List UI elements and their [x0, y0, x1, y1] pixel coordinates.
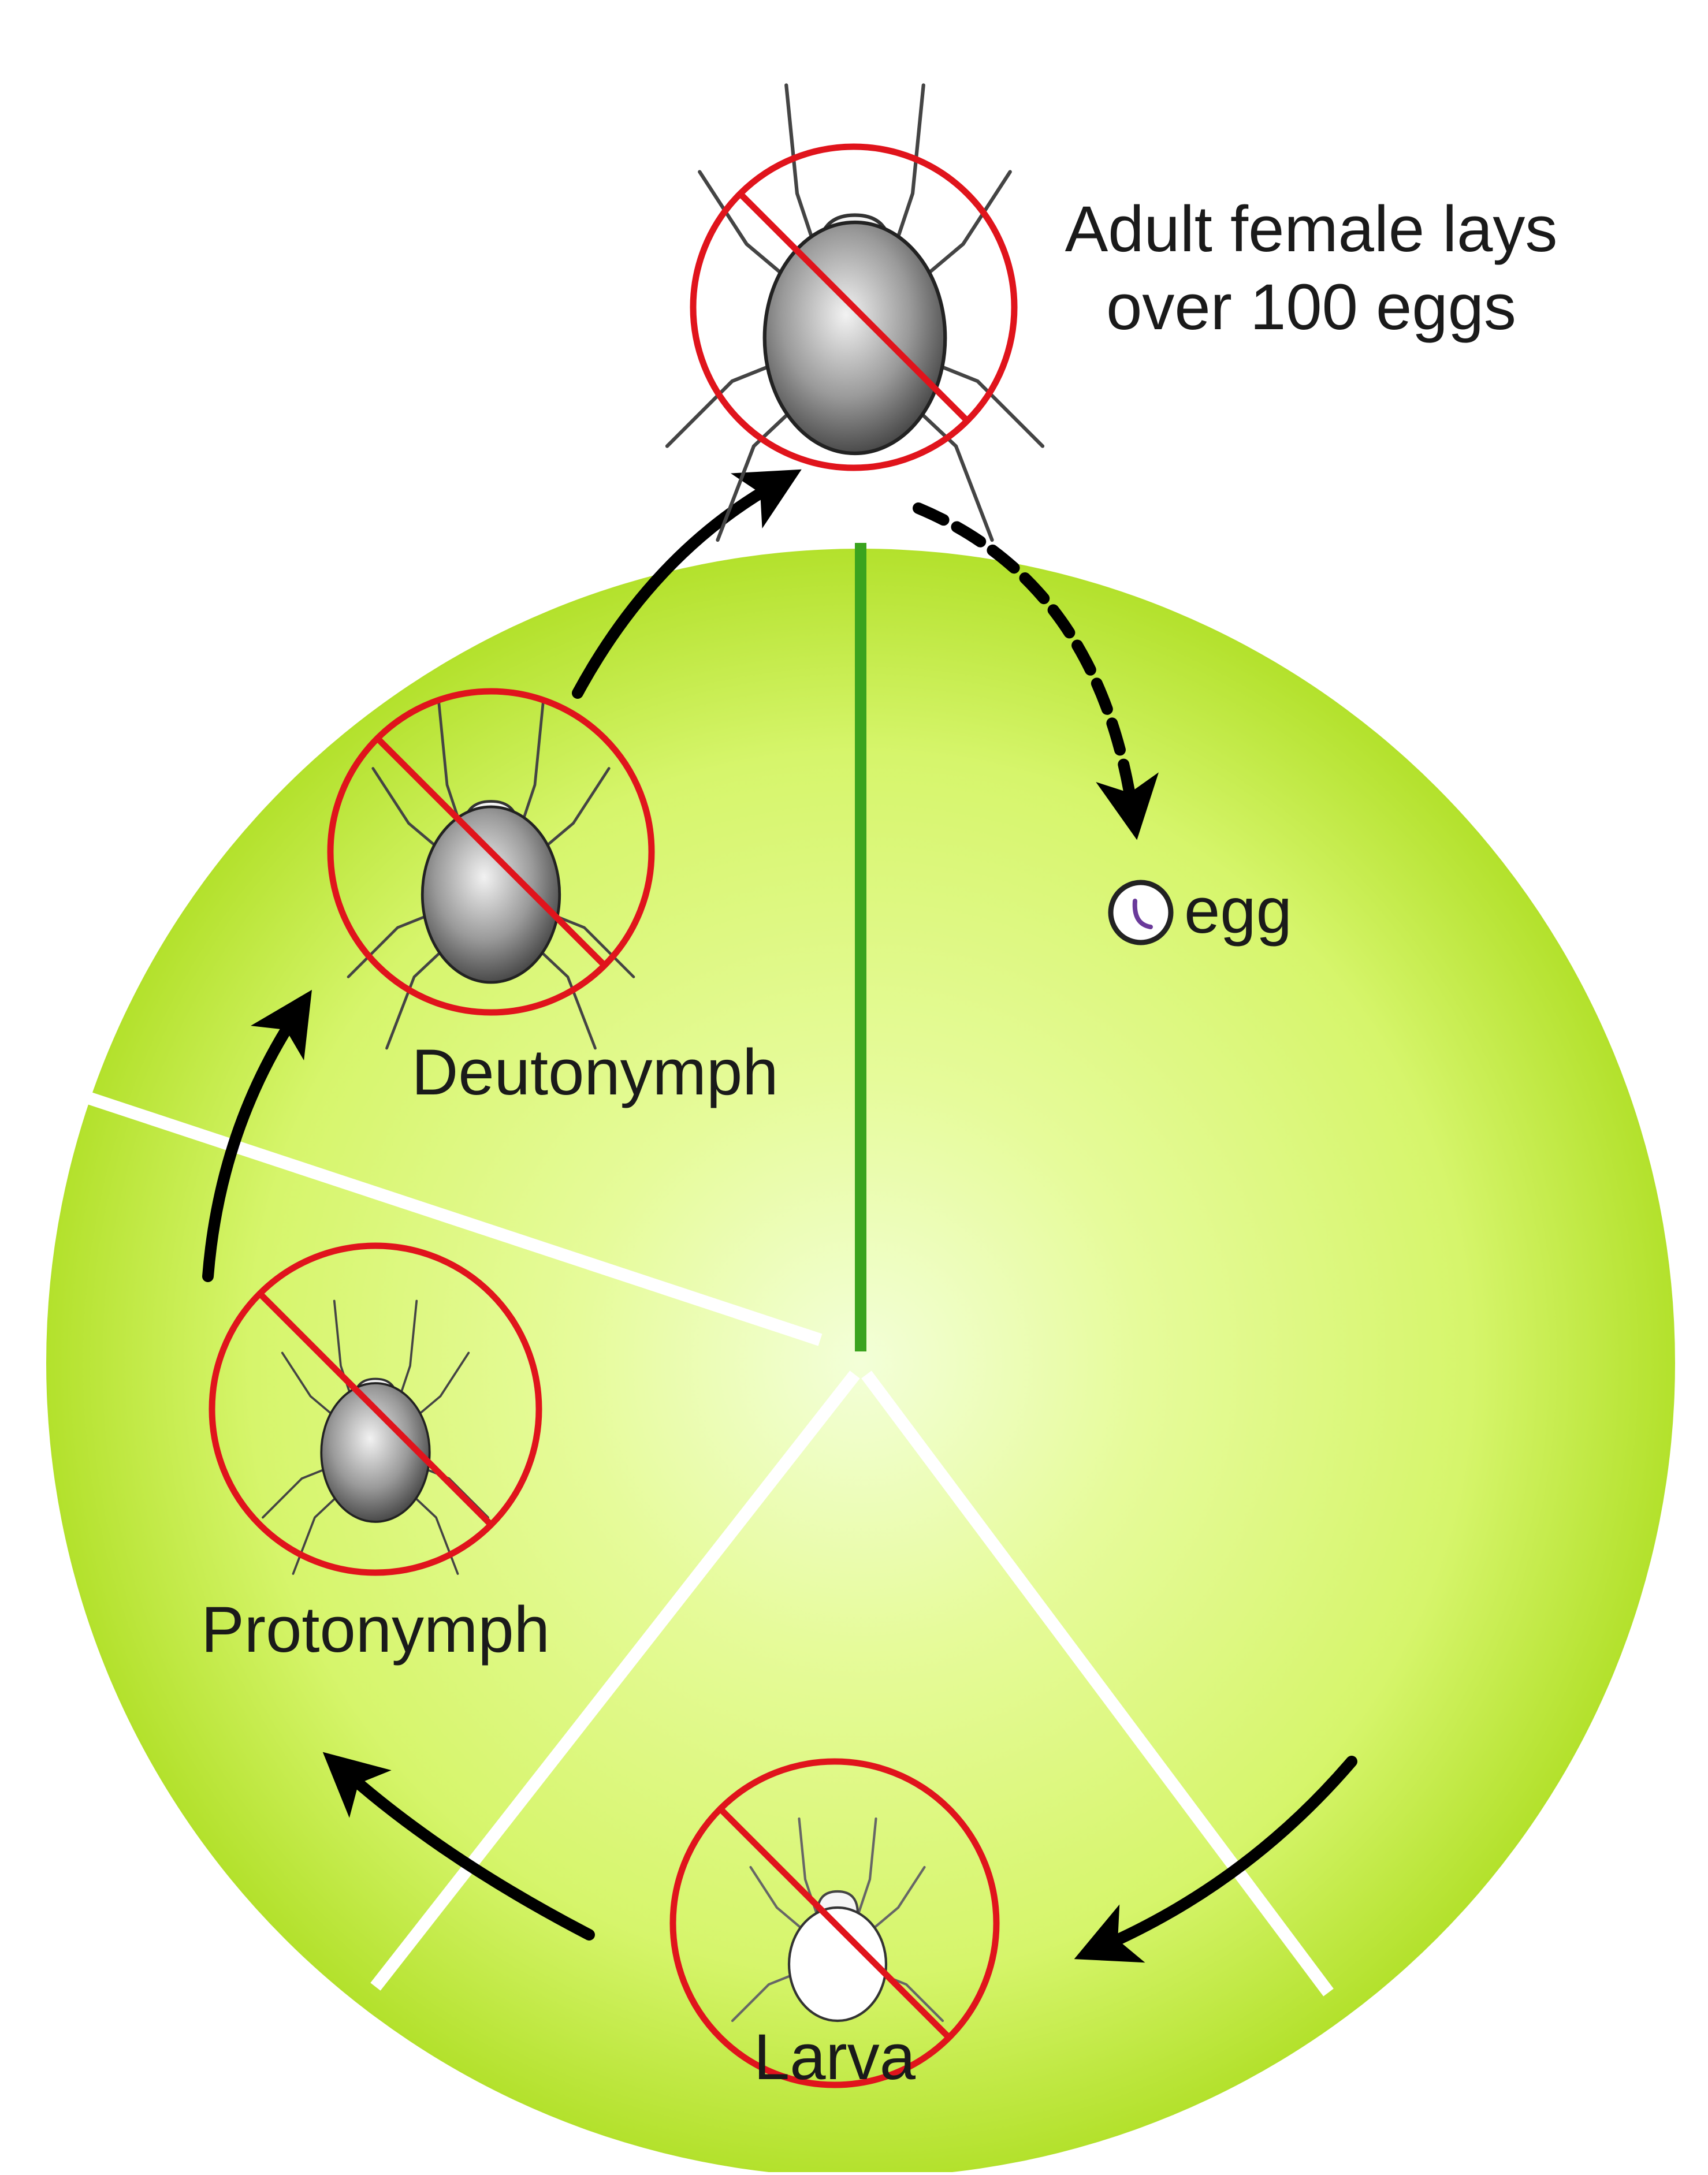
egg-label: egg	[1184, 874, 1292, 947]
larva-label: Larva	[754, 2021, 916, 2093]
adult-label-line2: over 100 eggs	[1106, 271, 1516, 343]
adult-label-line1: Adult female lays	[1065, 193, 1558, 265]
protonymph-label: Protonymph	[201, 1593, 550, 1666]
deutonymph-label: Deutonymph	[411, 1036, 778, 1108]
egg-icon	[1111, 882, 1171, 943]
